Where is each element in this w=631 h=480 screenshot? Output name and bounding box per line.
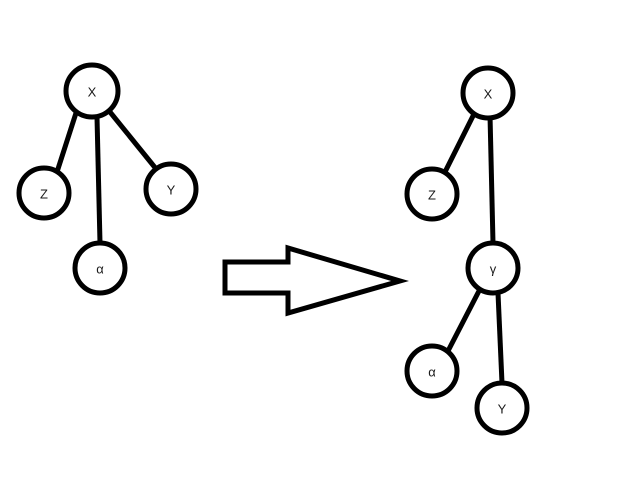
edge-r-gamma-to-r-alpha (445, 287, 483, 353)
node-l-alpha[interactable]: α (72, 240, 128, 296)
node-r-alpha[interactable]: α (404, 343, 460, 399)
after-tree-edges (442, 112, 505, 384)
before-tree: XZ Yα (16, 62, 199, 296)
before-tree-edges (54, 110, 159, 244)
node-r-gamma[interactable]: γ (465, 240, 521, 296)
edge-r-x-to-r-z (442, 112, 477, 174)
edge-l-x-to-l-alpha (94, 116, 103, 244)
node-circle[interactable] (72, 240, 128, 296)
node-r-z[interactable]: Z (404, 166, 460, 222)
node-circle[interactable] (404, 166, 460, 222)
arrow-right-icon (222, 244, 409, 317)
edge-l-x-to-l-z (54, 112, 79, 173)
node-circle[interactable] (474, 380, 530, 436)
node-r-x[interactable]: X (460, 65, 516, 121)
edge-l-x-to-l-y (108, 110, 159, 172)
node-circle[interactable] (460, 65, 516, 121)
node-circle[interactable] (143, 161, 199, 217)
node-circle[interactable] (63, 62, 121, 120)
node-circle[interactable] (465, 240, 521, 296)
node-l-z[interactable]: Z (16, 165, 72, 221)
edge-r-gamma-to-r-y (495, 292, 505, 384)
node-circle[interactable] (404, 343, 460, 399)
transformation-arrow (222, 244, 409, 317)
edge-r-x-to-r-gamma (487, 114, 496, 244)
node-l-y[interactable]: Y (143, 161, 199, 217)
node-r-y[interactable]: Y (474, 380, 530, 436)
node-l-x[interactable]: X (63, 62, 121, 120)
node-circle[interactable] (16, 165, 72, 221)
before-tree-nodes: XZ Yα (16, 62, 199, 296)
